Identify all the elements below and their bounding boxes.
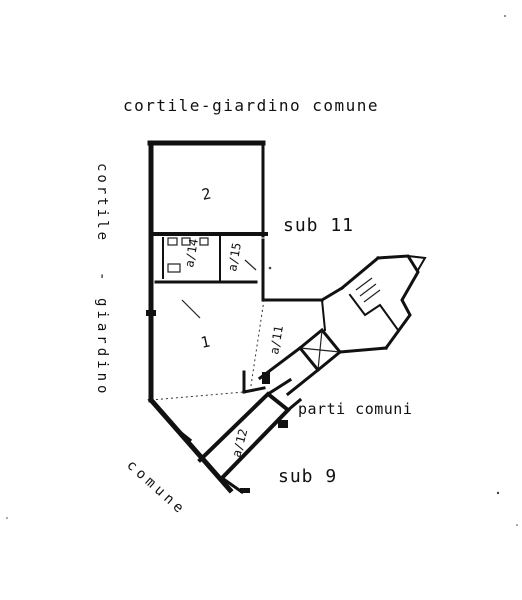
room-label-a11: a/11 xyxy=(267,325,286,356)
room-label-a15: a/15 xyxy=(225,242,244,273)
label-left-courtyard: cortile xyxy=(94,163,110,243)
label-parti-comuni: parti comuni xyxy=(298,400,412,418)
room-label-a14: a/14 xyxy=(182,238,201,269)
room-label-1: 1 xyxy=(199,332,212,351)
label-sub-11: sub 11 xyxy=(283,215,354,236)
label-left-garden: giardino xyxy=(94,298,110,397)
walls xyxy=(146,140,427,495)
room-label-2: 2 xyxy=(200,184,213,203)
paper-specks xyxy=(6,15,518,526)
label-left-dash: - xyxy=(94,272,110,280)
pillar xyxy=(262,372,270,384)
label-bottom-left-common: comune xyxy=(123,457,189,519)
fixtures xyxy=(167,237,257,319)
label-sub-9: sub 9 xyxy=(278,466,337,487)
label-top-courtyard: cortile-giardino comune xyxy=(123,96,379,115)
